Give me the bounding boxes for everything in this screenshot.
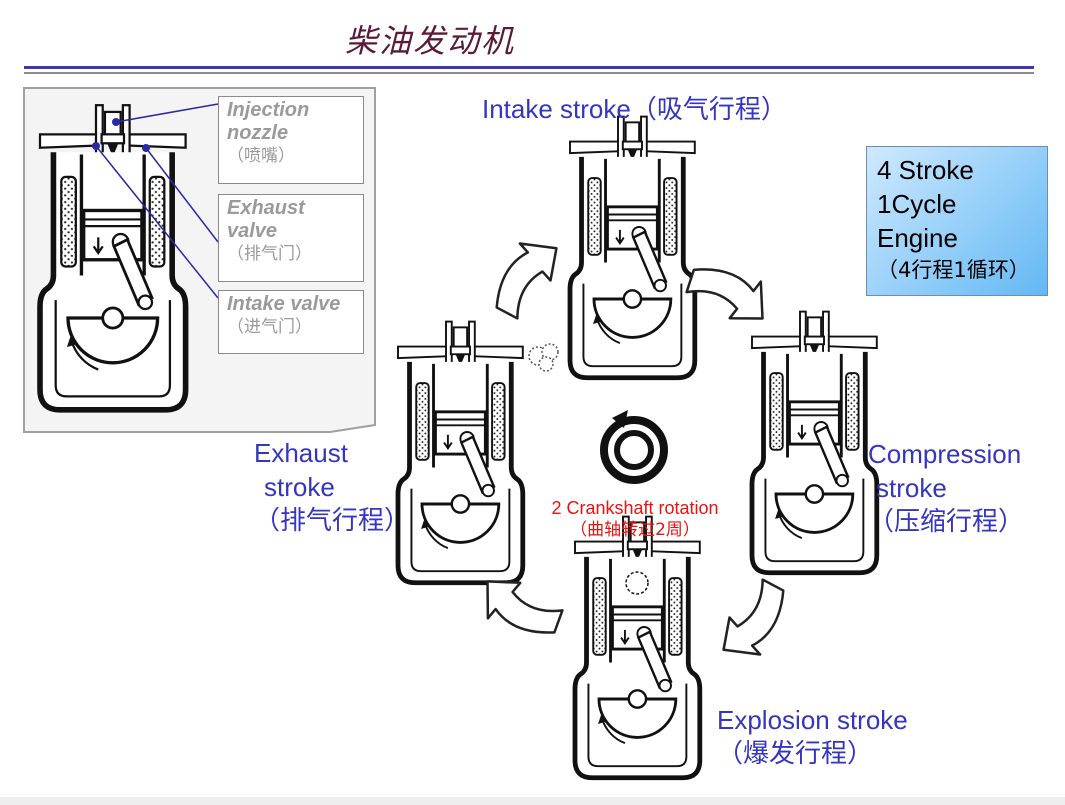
exhaust-cloud-icon [528, 343, 559, 372]
crankshaft-rotation-cn: （曲轴转过2周） [570, 520, 700, 540]
engine-explosion [575, 517, 700, 778]
intake-valve-label-cn: （进气门） [227, 317, 312, 337]
explosion-stroke-label: Explosion stroke （爆发行程） [717, 703, 908, 771]
four-stroke-info-box: 4 Stroke 1Cycle Engine （4行程1循环） [866, 146, 1048, 296]
compression-stroke-en2: stroke [876, 473, 947, 503]
info-cn: （4行程1循环） [877, 258, 1030, 282]
arrow-compression-to-explosion-icon [704, 572, 806, 672]
intake-stroke-cn: （吸气行程） [630, 95, 787, 125]
compression-stroke-en1: Compression [868, 439, 1022, 469]
exhaust-stroke-en2: stroke [264, 472, 335, 502]
page-title: 柴油发动机 [344, 22, 515, 60]
injection-nozzle-label-en: Injection nozzle [227, 99, 310, 144]
crankshaft-rotation-en: 2 Crankshaft rotation [551, 498, 719, 518]
exhaust-valve-label: Exhaust valve （排气门） [218, 194, 364, 282]
compression-stroke-cn: （压缩行程） [868, 507, 1025, 537]
explosion-stroke-cn: （爆发行程） [717, 739, 874, 769]
title-rule-gray [24, 72, 1034, 74]
engine-exhaust [398, 322, 523, 583]
intake-stroke-en: Intake stroke [482, 94, 631, 124]
engine-compression [752, 312, 877, 573]
crankshaft-rotation-caption: 2 Crankshaft rotation （曲轴转过2周） [530, 497, 740, 541]
info-line2: 1Cycle [877, 189, 957, 219]
arrow-exhaust-to-intake-icon [474, 226, 576, 326]
engine-intake [570, 117, 695, 378]
intake-stroke-label: Intake stroke（吸气行程） [482, 92, 787, 127]
bottom-bar [0, 797, 1065, 805]
crankshaft-rotation-icon [600, 410, 668, 484]
combustion-burst-icon [625, 571, 649, 595]
exhaust-stroke-label: Exhaust stroke （排气行程） [254, 436, 410, 538]
exhaust-valve-label-cn: （排气门） [227, 244, 312, 264]
exhaust-stroke-en1: Exhaust [254, 438, 348, 468]
compression-stroke-label: Compression stroke （压缩行程） [868, 437, 1024, 539]
title-rule-blue [24, 66, 1034, 69]
injection-nozzle-label-cn: （喷嘴） [227, 146, 295, 166]
info-line1: 4 Stroke [877, 155, 974, 185]
exhaust-valve-label-en: Exhaust valve [227, 197, 305, 242]
info-line3: Engine [877, 223, 958, 253]
explosion-stroke-en: Explosion stroke [717, 705, 908, 735]
injection-nozzle-label: Injection nozzle （喷嘴） [218, 96, 364, 184]
exhaust-stroke-cn: （排气行程） [254, 506, 411, 536]
intake-valve-label-en: Intake valve [227, 293, 341, 315]
intake-valve-label: Intake valve （进气门） [218, 290, 364, 354]
